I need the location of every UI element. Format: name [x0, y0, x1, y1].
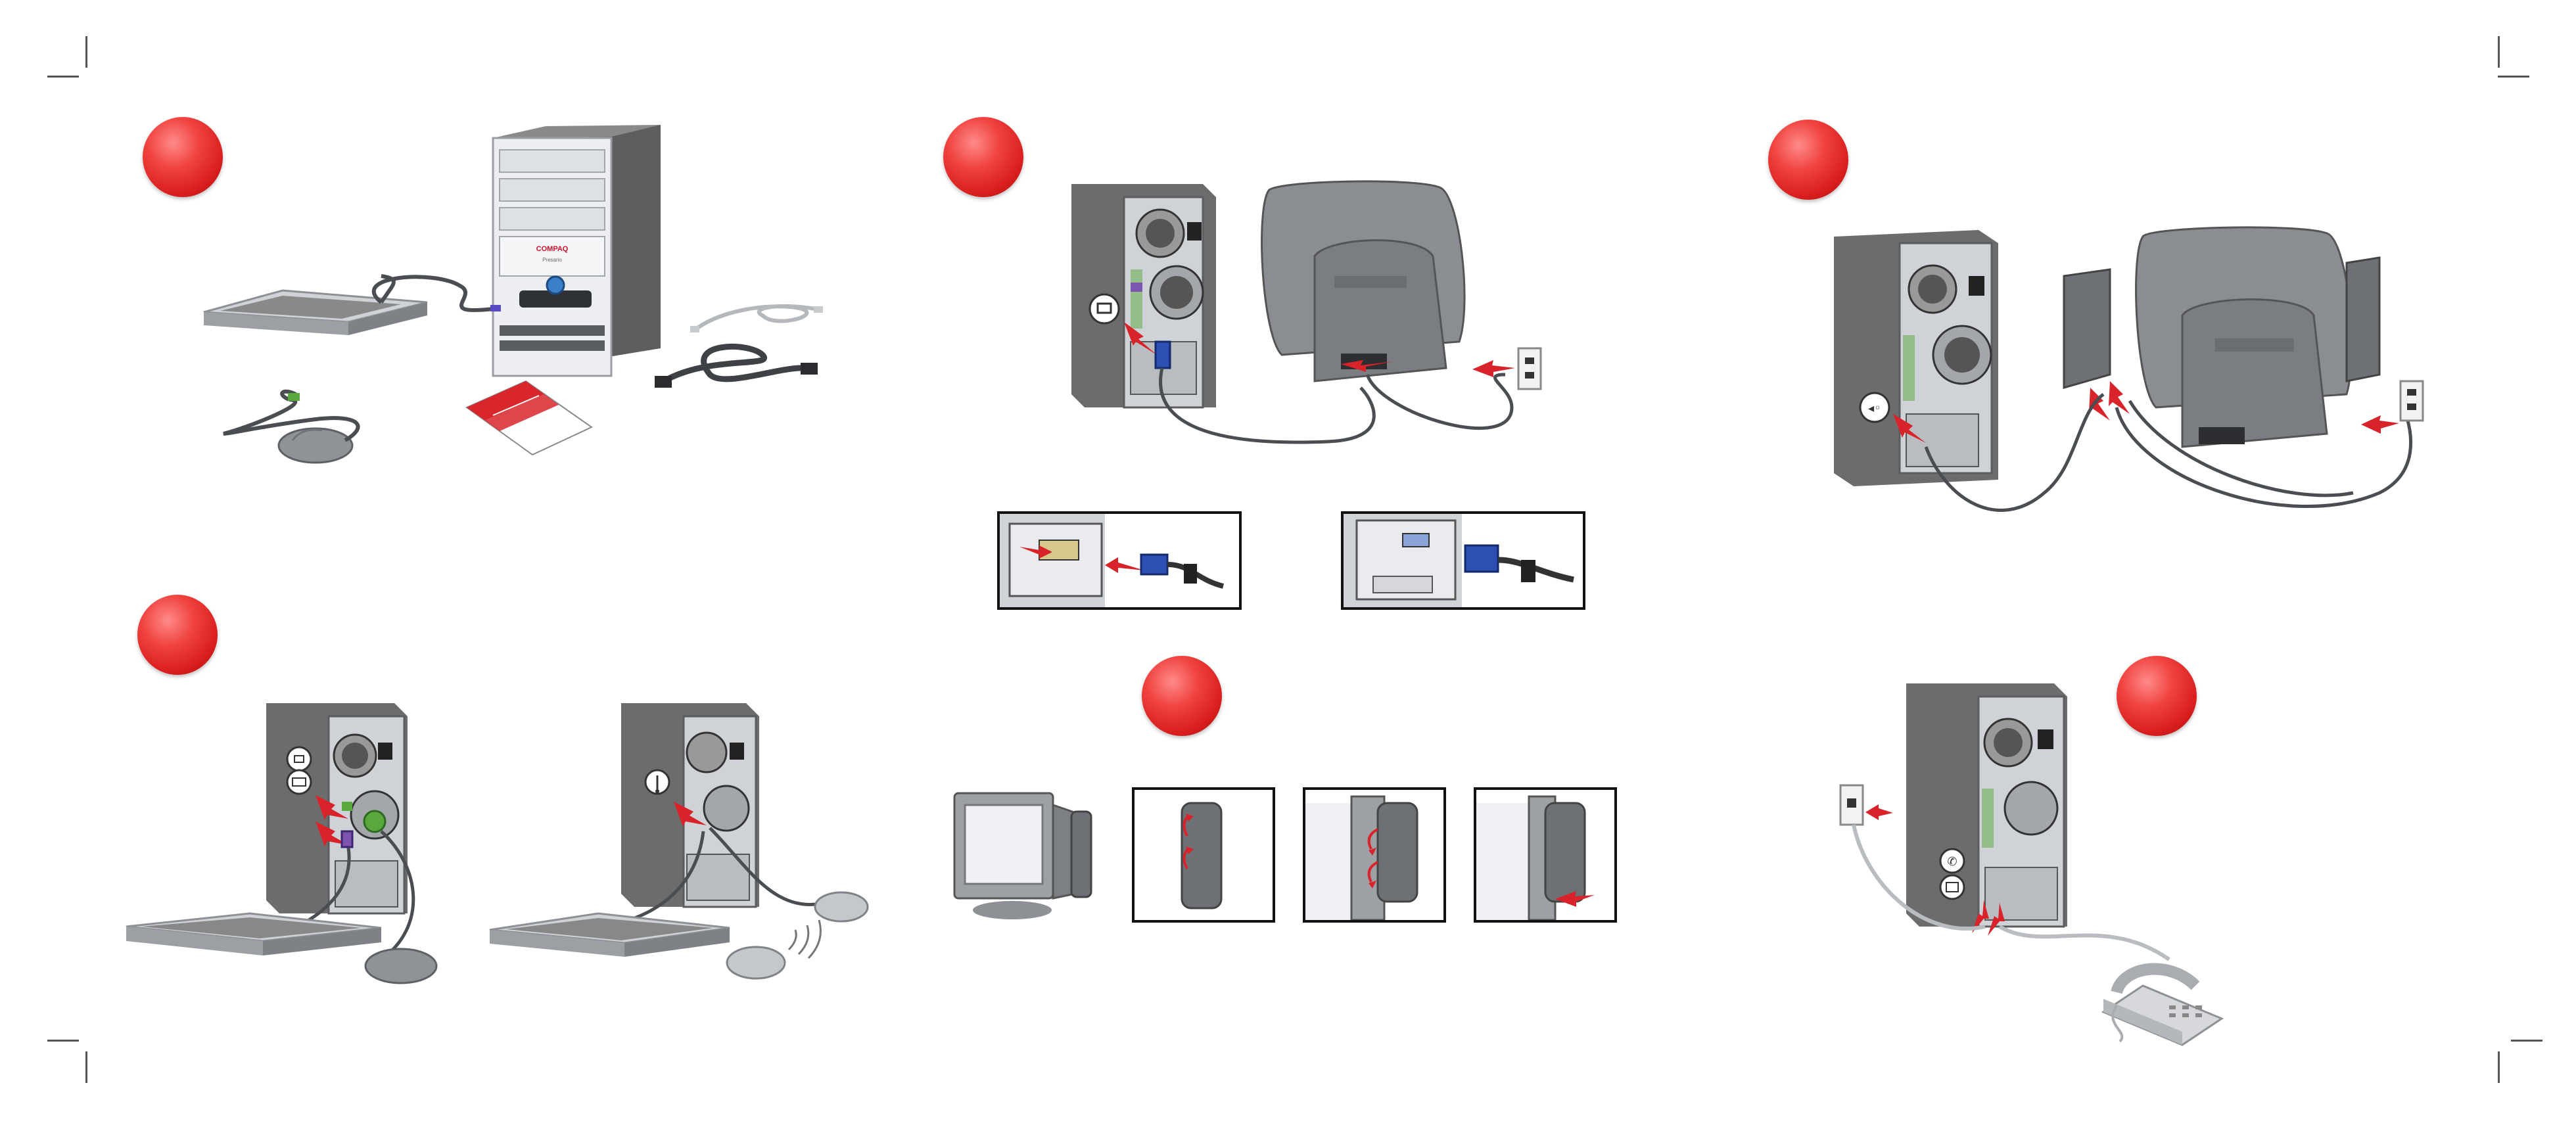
wall-outlet — [2400, 381, 2423, 421]
step-badge-power — [1768, 120, 1848, 200]
modem-phone-illustration: ✆ — [1827, 677, 2261, 1045]
vga-connector — [1156, 342, 1170, 368]
crop-mark-bottom-right-h — [2511, 1040, 2542, 1042]
keyboard — [204, 276, 501, 335]
monitor-rear — [1262, 181, 1464, 381]
connect-arrow — [2361, 415, 2399, 434]
phone-icon: ✆ — [1940, 849, 1964, 873]
usb-mouse — [815, 892, 868, 921]
unpack-illustration: COMPAQ Presario — [184, 118, 841, 486]
audio-port-icon: ◂◦ — [1860, 393, 1889, 422]
speaker-step-1 — [1135, 790, 1273, 920]
crop-mark-bottom-left-h — [47, 1040, 79, 1042]
keyboard-mouse-illustration — [118, 697, 881, 1005]
crop-mark-top-left-h — [47, 76, 79, 78]
wall-outlet — [1518, 348, 1541, 389]
wireless-mouse — [727, 920, 820, 978]
vga-port-icon — [1090, 294, 1119, 323]
mouse-port-icon — [287, 747, 311, 771]
detail-box-vga-right — [1341, 511, 1585, 610]
step-badge-monitor-video — [943, 117, 1023, 197]
power-cord — [655, 347, 818, 388]
telephone — [2103, 969, 2222, 1045]
tower-rear — [1906, 683, 2067, 927]
unpack-panel: COMPAQ Presario — [184, 118, 841, 486]
connect-arrow — [1865, 804, 1893, 820]
ps2-keyboard-connector — [342, 831, 352, 847]
monitor-video-panel — [1052, 171, 1578, 473]
usb-icon — [645, 770, 669, 794]
tower-rear-ps2 — [266, 703, 408, 913]
detail-vga-left-illustration — [1000, 514, 1239, 607]
svg-text:✆: ✆ — [1947, 855, 1957, 869]
connect-arrow — [1472, 360, 1515, 377]
mouse — [223, 392, 358, 463]
ps2-mouse-connector — [364, 811, 385, 832]
modem-phone-panel: ✆ — [1827, 677, 2261, 1045]
speaker-step-2 — [1305, 790, 1443, 920]
keyboard-usb — [490, 913, 730, 957]
network-icon — [1940, 875, 1964, 899]
phone-cable — [690, 306, 823, 333]
step-badge-monitor-speakers — [1142, 656, 1222, 736]
crop-mark-bottom-left-v — [85, 1051, 87, 1083]
power-illustration: ◂◦ — [1827, 217, 2432, 539]
wall-phone-jack — [1840, 785, 1863, 825]
keyboard-port-icon — [287, 770, 311, 794]
monitor-video-illustration — [1052, 171, 1578, 473]
computer-tower: COMPAQ Presario — [493, 125, 661, 376]
crop-mark-top-left-v — [85, 36, 87, 68]
speaker-step-3 — [1476, 790, 1614, 920]
tower-rear — [1834, 230, 1998, 486]
power-panel: ◂◦ — [1827, 217, 2432, 539]
detail-vga-right-illustration — [1344, 514, 1583, 607]
detail-box-speaker-3 — [1474, 787, 1617, 923]
crop-mark-bottom-right-v — [2498, 1051, 2500, 1083]
brand-logo: COMPAQ — [536, 245, 569, 253]
keyboard-mouse-panel — [118, 697, 881, 1005]
connect-arrow — [2109, 381, 2130, 414]
detail-box-speaker-1 — [1132, 787, 1275, 923]
step-badge-keyboard-mouse — [137, 595, 218, 675]
model-name: Presario — [542, 257, 562, 263]
monitor-power-cable — [1367, 375, 1512, 428]
setup-manual — [467, 381, 592, 455]
detail-box-speaker-2 — [1303, 787, 1446, 923]
detail-box-vga-left — [997, 511, 1242, 610]
svg-text:◂◦: ◂◦ — [1868, 402, 1881, 415]
tower-rear-usb — [621, 703, 759, 907]
tower-rear — [1071, 184, 1216, 407]
monitor-front — [954, 793, 1091, 919]
keyboard — [126, 913, 381, 955]
monitor-with-speakers — [2064, 227, 2379, 447]
crop-mark-top-right-h — [2498, 76, 2529, 78]
phone-line-handset — [2000, 927, 2169, 959]
crop-mark-top-right-v — [2498, 36, 2500, 68]
mouse — [365, 949, 436, 983]
